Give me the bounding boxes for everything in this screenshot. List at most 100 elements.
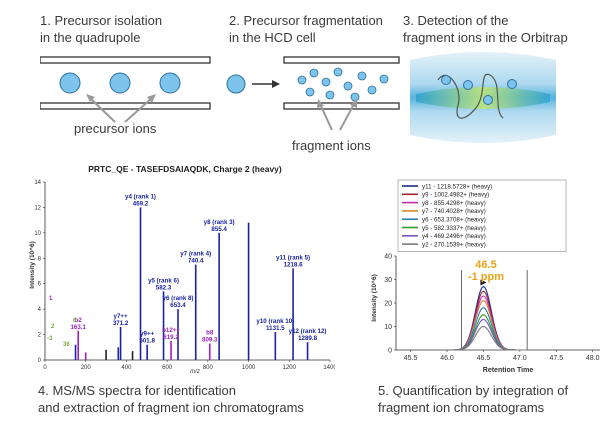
chrom-x-tick-label: 46.5 — [477, 355, 491, 362]
fragment-ion — [379, 74, 389, 84]
spectrum-x-tick-label: 1000 — [242, 365, 256, 371]
fragment-ion — [343, 81, 353, 91]
chrom-legend-label: y11 - 1218.5728+ (heavy) — [422, 183, 492, 190]
spectrum-minor-label: 8 — [73, 318, 77, 324]
orbiting-ion — [441, 75, 451, 85]
spectrum-peak-mz: 619.2 — [163, 334, 179, 341]
spectrum-peak-label: y7 (rank 4) — [180, 251, 211, 258]
chrom-series-curve — [454, 325, 528, 351]
pointer-arrow — [339, 103, 355, 131]
spectrum-y-tick-label: 8 — [38, 256, 42, 262]
chrom-legend-label: y9 - 1002.4982+ (heavy) — [422, 192, 489, 199]
fragment-ion — [333, 67, 343, 77]
orbiting-ion — [463, 80, 473, 90]
spectrum-minor-label: 1 — [49, 296, 53, 302]
spectrum-peak-label: y9++ — [140, 331, 154, 338]
spectrum-peak-label: b12++ — [162, 327, 180, 334]
step2-caption: 2. Precursor fragmentation in the HCD ce… — [229, 12, 383, 46]
step5-line1: 5. Quantification by integration of — [378, 383, 569, 398]
spectrum-peak-label: y8 (rank 3) — [204, 219, 235, 226]
spectrum-peak-mz: 855.4 — [211, 226, 227, 233]
spectrum-x-tick-label: 600 — [162, 365, 173, 371]
step3-caption: 3. Detection of the fragment ions in the… — [403, 12, 568, 46]
chrom-x-tick-label: 48.0 — [586, 355, 600, 362]
spectrum-peak-mz: 501.8 — [139, 338, 155, 345]
chrom-x-tick-label: 47.5 — [549, 355, 563, 362]
pointer-arrow — [124, 97, 153, 123]
step1-caption: 1. Precursor isolation in the quadrupole — [40, 12, 162, 46]
step4-line1: 4. MS/MS spectra for identification — [38, 383, 236, 398]
step3-line1: 3. Detection of the — [403, 13, 509, 28]
spectrum-minor-label: -3 — [47, 336, 53, 342]
chrom-x-tick-label: 46.0 — [440, 355, 454, 362]
pointer-arrowhead — [86, 94, 95, 102]
spectrum-x-tick-label: 1200 — [283, 365, 297, 371]
spectrum-minor-label: 36 — [63, 342, 70, 348]
quadrupole-top-rod — [40, 56, 211, 64]
spectrum-y-tick-label: 4 — [38, 307, 42, 313]
precursor-ion — [159, 72, 181, 94]
chrom-annotation-ppm: -1 ppm — [468, 271, 504, 283]
chrom-y-tick-label: 20 — [384, 301, 392, 308]
fragment-ion — [367, 85, 377, 95]
chrom-legend-box — [397, 179, 567, 252]
pointer-arrow — [319, 103, 333, 131]
spectrum-peak-mz: 163.1 — [70, 324, 86, 331]
spectrum-peak-mz: 469.2 — [133, 200, 149, 207]
spectrum-y-tick-label: 2 — [38, 333, 42, 339]
ion-trajectory — [437, 73, 504, 119]
spectrum-peak-label: y7++ — [114, 313, 128, 320]
spectrum-peak-mz: 1289.8 — [298, 335, 317, 342]
step5-caption: 5. Quantification by integration of frag… — [378, 382, 568, 416]
precursor-ions-label: precursor ions — [74, 121, 157, 136]
fragment-ion — [309, 68, 319, 78]
pointer-arrowhead — [147, 94, 156, 103]
spectrum-y-tick-label: 10 — [34, 231, 41, 237]
spectrum-peak-label: y5 (rank 6) — [148, 277, 179, 284]
precursor-ion — [226, 74, 246, 94]
spectrum-peak-mz: 1131.5 — [266, 325, 285, 332]
spectrum-peak-mz: 1218.6 — [284, 261, 303, 268]
pointer-arrowhead — [317, 99, 324, 108]
spectrum-x-tick-label: 800 — [203, 365, 214, 371]
hcd-cell-bottom-rod — [283, 102, 400, 110]
fragmentation-arrowhead — [272, 80, 280, 88]
precursor-ion — [59, 72, 81, 94]
spectrum-peak-mz: 582.3 — [156, 284, 172, 291]
chrom-legend-label: y4 - 469.2496+ (heavy) — [422, 233, 486, 240]
pointer-arrowhead — [350, 99, 357, 108]
spectrum-peak-mz: 653.4 — [170, 302, 186, 309]
spectrum-peak-mz: 740.4 — [188, 258, 204, 265]
step1-line2: in the quadrupole — [40, 30, 141, 45]
peak-apex-marker — [480, 279, 487, 286]
spectrum-peak-label: y10 (rank 10) — [256, 318, 294, 325]
chrom-x-tick-label: 45.5 — [404, 355, 418, 362]
orbitrap-central-electrode — [416, 87, 550, 109]
spectrum-ylabel: Intensity (10^6) — [28, 241, 36, 289]
orbiting-ion — [507, 79, 517, 89]
chrom-ylabel: Intensity (10^6) — [370, 274, 378, 322]
spectrum-y-tick-label: 6 — [38, 282, 42, 288]
orbiting-ion — [483, 95, 493, 105]
fragment-ion — [350, 92, 360, 102]
step1-line1: 1. Precursor isolation — [40, 13, 163, 28]
step3-line2: fragment ions in the Orbitrap — [403, 30, 568, 45]
chrom-legend-label: y7 - 740.4028+ (heavy) — [422, 208, 486, 215]
fragment-ion — [297, 75, 307, 85]
spectrum-minor-label: 2 — [51, 324, 55, 330]
spectrum-peak-label: y11 (rank 5) — [276, 254, 310, 261]
hcd-cell-diagram — [226, 56, 400, 131]
spectrum-y-tick-label: 12 — [34, 205, 41, 211]
spectrum-peak-label: y4 (rank 1) — [125, 193, 156, 200]
spectrum-x-tick-label: 200 — [81, 365, 92, 371]
spectrum-x-tick-label: 400 — [121, 365, 132, 371]
chrom-y-tick-label: 40 — [384, 254, 392, 261]
spectrum-peak-label: y6 (rank 8) — [163, 295, 194, 302]
step4-caption: 4. MS/MS spectra for identification and … — [38, 382, 304, 416]
fragment-ion — [321, 77, 331, 87]
chrom-xlabel: Retention Time — [483, 367, 534, 374]
spectrum-peak-label: b8 — [206, 329, 214, 336]
quadrupole-diagram — [40, 56, 211, 123]
spectrum-peak-mz: 809.3 — [202, 336, 218, 343]
